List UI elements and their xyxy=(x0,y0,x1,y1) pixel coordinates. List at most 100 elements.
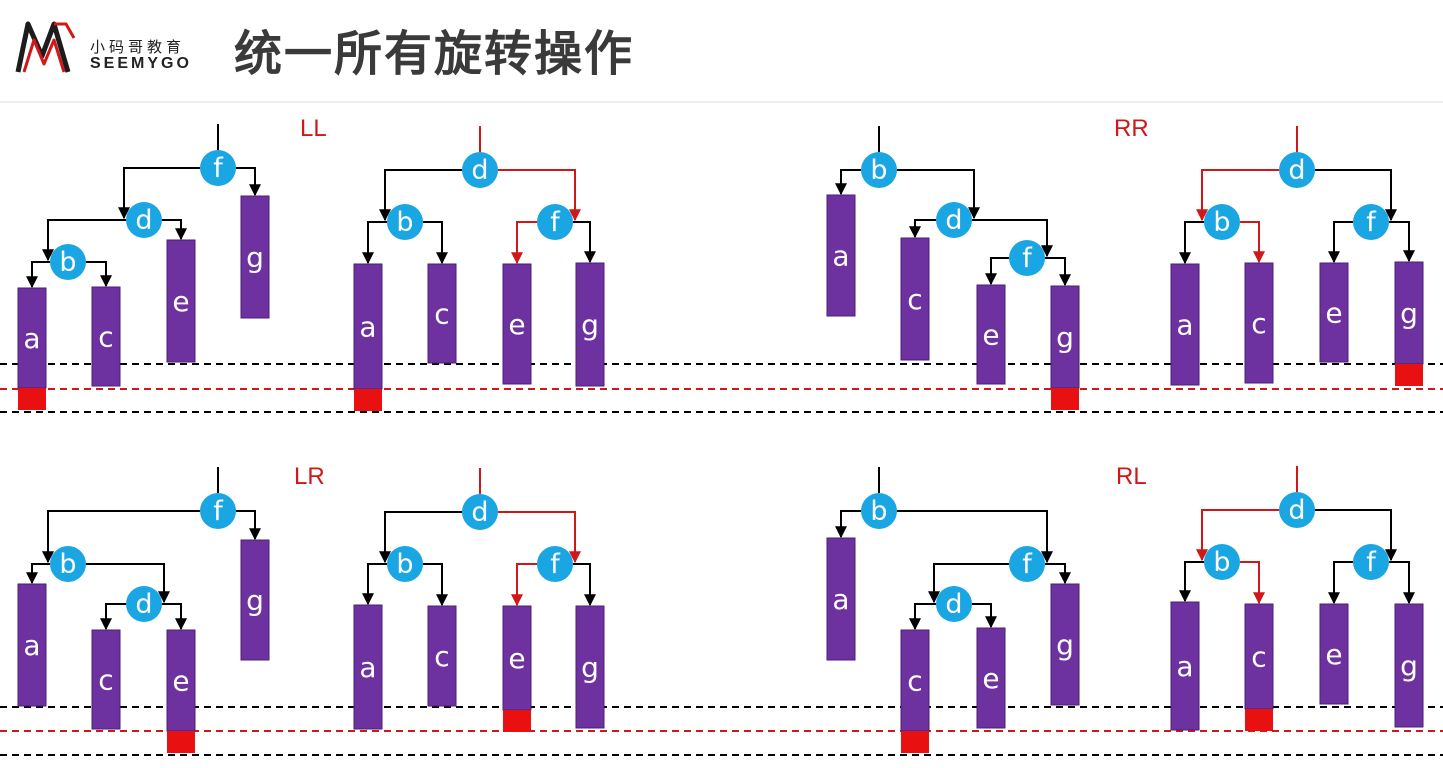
edge-f-e xyxy=(1328,561,1353,605)
node-label-d: d xyxy=(1288,155,1305,186)
subtree-label-g: g xyxy=(1400,297,1418,330)
node-label-d: d xyxy=(945,589,962,620)
node-label-f: f xyxy=(550,207,561,238)
node-label-d: d xyxy=(135,589,152,620)
brand-name-en: SEEMYGO xyxy=(90,55,192,72)
edge-d-f xyxy=(1315,169,1397,222)
node-label-b: b xyxy=(870,496,887,527)
overflow-block-c xyxy=(901,731,929,753)
node-d xyxy=(462,494,498,530)
overflow-block-e xyxy=(167,731,195,753)
subtree-label-c: c xyxy=(98,321,113,354)
subtree-bar-c xyxy=(91,286,121,387)
edge-f-e xyxy=(511,221,537,265)
subtree-label-c: c xyxy=(1251,641,1266,674)
edge-f-g xyxy=(236,167,261,197)
subtree-label-e: e xyxy=(172,665,189,698)
subtree-bar-e xyxy=(1319,603,1349,705)
subtree-bar-c xyxy=(900,237,930,361)
subtree-label-g: g xyxy=(246,241,264,274)
node-label-d: d xyxy=(471,155,488,186)
node-label-b: b xyxy=(1213,547,1230,578)
header-divider xyxy=(0,101,1443,103)
overflow-block-g xyxy=(1051,388,1079,410)
node-label-d: d xyxy=(945,205,962,236)
subtree-bar-g xyxy=(240,539,270,661)
edge-b-a xyxy=(26,563,50,585)
subtree-label-g: g xyxy=(581,651,599,684)
subtree-bar-a xyxy=(1170,263,1200,386)
node-b xyxy=(861,493,897,529)
subtree-label-e: e xyxy=(172,285,189,318)
node-f xyxy=(537,546,573,582)
edge-f-g xyxy=(236,510,261,541)
node-b xyxy=(861,152,897,188)
edge-f-e xyxy=(1328,221,1353,264)
node-label-d: d xyxy=(135,205,152,236)
edge-f-e xyxy=(985,257,1009,286)
node-f xyxy=(1353,544,1389,580)
subtree-label-a: a xyxy=(23,629,40,662)
overflow-block-c xyxy=(1245,709,1273,731)
subtree-label-c: c xyxy=(98,664,113,697)
node-d xyxy=(126,202,162,238)
edge-b-d xyxy=(86,563,170,604)
node-d xyxy=(1279,152,1315,188)
edge-f-d xyxy=(928,563,1009,604)
edge-b-a xyxy=(362,221,387,265)
subtree-bar-e xyxy=(166,239,196,363)
edge-b-f xyxy=(897,510,1053,564)
overflow-block-g xyxy=(1395,364,1423,386)
subtree-label-c: c xyxy=(434,298,449,331)
node-label-b: b xyxy=(59,247,76,278)
page-title: 统一所有旋转操作 xyxy=(234,26,635,82)
node-f xyxy=(200,493,236,529)
node-label-f: f xyxy=(1022,549,1033,580)
node-b xyxy=(387,546,423,582)
edge-d-c xyxy=(909,603,936,631)
subtree-label-c: c xyxy=(1251,307,1266,340)
edge-d-b xyxy=(379,169,462,222)
subtree-bar-a xyxy=(826,537,856,661)
subtree-bar-c xyxy=(427,605,457,707)
subtree-label-e: e xyxy=(508,308,525,341)
subtree-label-e: e xyxy=(508,642,525,675)
subtree-bar-c xyxy=(900,629,930,732)
subtree-bar-g xyxy=(1050,583,1080,706)
subtree-label-a: a xyxy=(832,583,849,616)
node-label-b: b xyxy=(1213,207,1230,238)
subtree-bar-e xyxy=(976,627,1006,729)
edge-f-g xyxy=(1045,563,1071,585)
node-label-d: d xyxy=(1288,495,1305,526)
case-title-rl: RL xyxy=(1116,463,1147,490)
edge-d-e xyxy=(972,603,997,629)
subtree-bar-g xyxy=(1394,603,1424,728)
node-label-f: f xyxy=(550,549,561,580)
edge-f-d xyxy=(118,167,200,220)
edge-f-g xyxy=(573,563,596,607)
subtree-label-c: c xyxy=(434,640,449,673)
edge-b-c xyxy=(423,221,448,265)
edge-f-b xyxy=(42,510,200,564)
edge-d-e xyxy=(162,219,187,241)
edge-d-f xyxy=(498,169,581,222)
edge-b-c xyxy=(86,261,112,288)
edge-d-c xyxy=(100,603,126,631)
node-f xyxy=(1009,546,1045,582)
node-label-b: b xyxy=(396,549,413,580)
edge-b-a xyxy=(1179,221,1204,265)
edge-d-b xyxy=(379,511,462,564)
subtree-bar-a xyxy=(826,194,856,317)
node-label-f: f xyxy=(213,153,224,184)
edge-d-e xyxy=(162,603,187,631)
edge-b-c xyxy=(1240,221,1265,264)
subtree-bar-a xyxy=(1170,601,1200,731)
subtree-label-g: g xyxy=(581,309,599,342)
edge-b-a xyxy=(835,169,861,196)
subtree-label-a: a xyxy=(23,322,40,355)
